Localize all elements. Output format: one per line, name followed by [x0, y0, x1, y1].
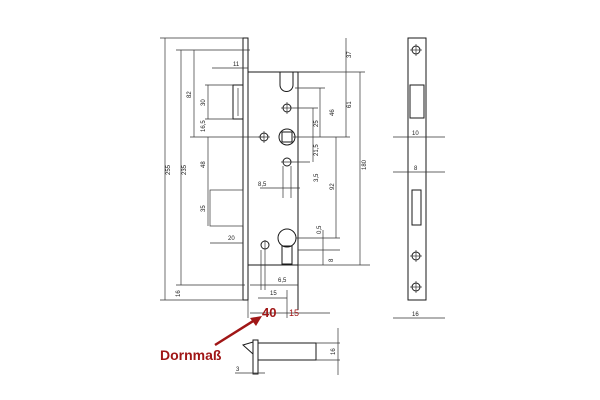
dim-30: 30 — [201, 99, 207, 106]
faceplate — [242, 37, 249, 301]
side-view-faceplate — [407, 37, 427, 301]
dim-48: 48 — [201, 161, 207, 168]
side-view-slot — [411, 189, 422, 226]
dim-20: 20 — [228, 236, 235, 242]
dornmass-label: Dornmaß — [160, 347, 222, 363]
dim-16-side: 16 — [412, 312, 419, 318]
pin-head — [252, 339, 259, 375]
dim-16-5: 16,5 — [201, 120, 207, 132]
backset-extra: 15 — [289, 308, 299, 318]
dim-10: 10 — [412, 131, 419, 137]
dim-8: 8 — [329, 258, 335, 262]
dim-235: 235 — [182, 164, 188, 175]
dim-255: 255 — [166, 164, 172, 175]
dim-8-5: 8,5 — [258, 182, 267, 188]
side-view-latch — [409, 84, 425, 119]
dim-37: 37 — [347, 51, 353, 58]
dead-bolt — [209, 189, 244, 227]
top-slot — [279, 84, 294, 92]
dim-11: 11 — [233, 62, 240, 68]
pin-shaft — [257, 342, 317, 361]
dim-25: 25 — [314, 120, 320, 127]
dim-82: 82 — [187, 91, 193, 98]
dim-16-pin: 16 — [331, 348, 337, 355]
dim-180: 180 — [362, 159, 368, 170]
follower — [278, 128, 296, 146]
dim-16-bottom: 16 — [176, 290, 182, 297]
dim-92: 92 — [330, 183, 336, 190]
dim-0-5: 0,5 — [317, 225, 323, 234]
backset-value: 40 — [262, 305, 276, 320]
dim-3-pin: 3 — [236, 367, 240, 373]
dim-8-side: 8 — [414, 166, 418, 172]
cylinder-hole — [277, 228, 297, 248]
latch-bolt — [232, 84, 244, 120]
square-spindle — [281, 131, 293, 143]
dim-3-5: 3,5 — [314, 173, 320, 182]
dim-6-5: 6,5 — [278, 278, 287, 284]
dim-61: 61 — [347, 101, 353, 108]
dim-46: 46 — [330, 109, 336, 116]
dim-35: 35 — [201, 205, 207, 212]
dim-15-inner: 15 — [270, 291, 277, 297]
pointer-arrow — [214, 316, 259, 347]
dim-21-5: 21,5 — [314, 144, 320, 156]
